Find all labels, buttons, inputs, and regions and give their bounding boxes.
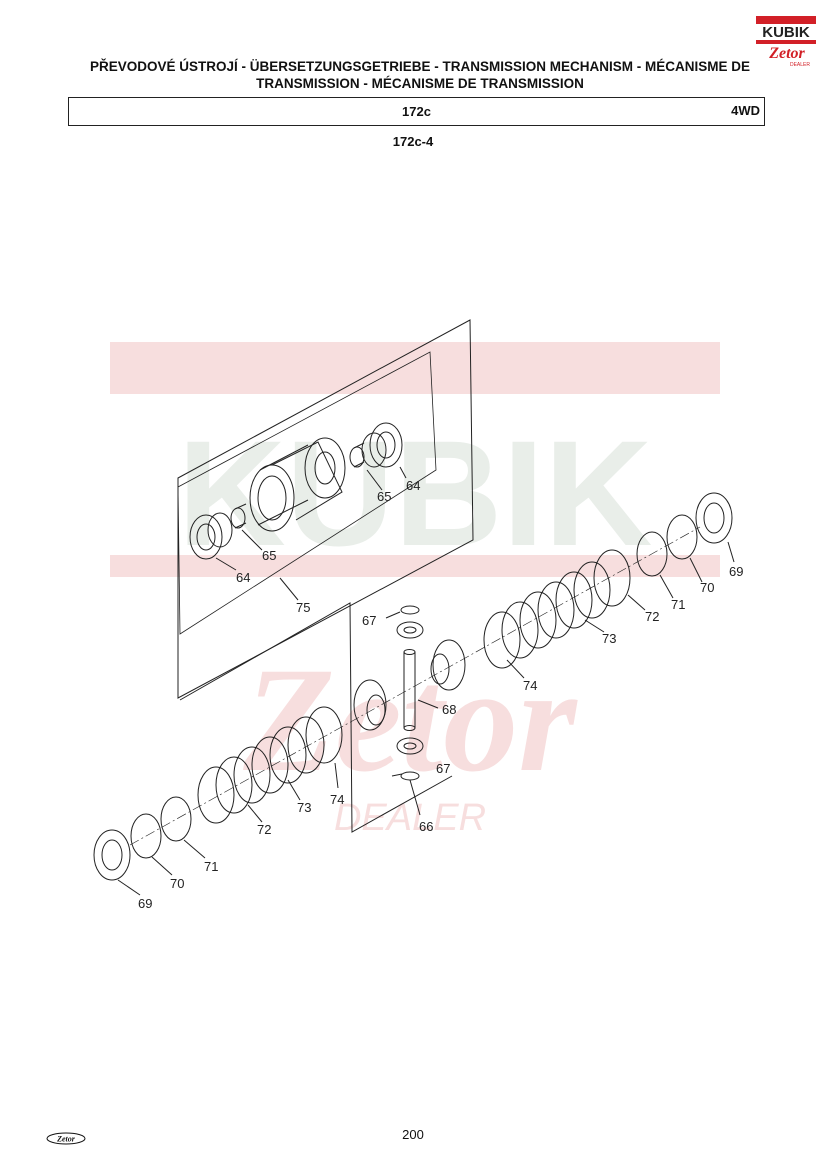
differential-frame [179, 602, 453, 833]
part-label: 67 [436, 761, 450, 776]
title-line-2: TRANSMISSION - MÉCANISME DE TRANSMISSION [256, 76, 584, 91]
kubik-zetor-logo: KUBIK Zetor DEALER [756, 16, 816, 68]
part-label: 72 [645, 609, 659, 624]
housing-inner-frame [177, 351, 437, 635]
cross-pin-68 [403, 649, 416, 731]
part-label: 68 [442, 702, 456, 717]
part-label: 67 [362, 613, 376, 628]
spider-gear-bottom [396, 737, 424, 781]
differential-housing [249, 437, 346, 532]
side-gear-left [353, 679, 387, 731]
part-label: 66 [419, 819, 433, 834]
spider-gear-top [396, 605, 424, 639]
washer-71-left [160, 796, 192, 842]
clutch-pack-right [483, 549, 631, 669]
part-label: 69 [729, 564, 743, 579]
bearing-69-left [93, 829, 131, 881]
side-gear-right [430, 639, 466, 691]
part-number-labels: 64 65 65 64 75 67 68 67 66 74 73 72 71 7… [138, 478, 743, 911]
part-label: 71 [204, 859, 218, 874]
group-header-box: 172c 4WD [68, 97, 765, 126]
part-label: 70 [170, 876, 184, 891]
page-title: PŘEVODOVÉ ÚSTROJÍ - ÜBERSETZUNGSGETRIEBE… [60, 58, 780, 92]
watermark-tag: DEALER [334, 797, 486, 839]
zetor-footer-logo: Zetor [46, 1132, 86, 1145]
footer-brand: Zetor [56, 1135, 76, 1144]
part-label: 65 [377, 489, 391, 504]
logo-brand: KUBIK [762, 24, 810, 41]
washer-71-right [636, 531, 668, 577]
page-number: 200 [402, 1127, 424, 1142]
part-label: 73 [602, 631, 616, 646]
variant-label: 4WD [731, 103, 760, 118]
housing-frame [177, 319, 474, 699]
part-label: 65 [262, 548, 276, 563]
bearing-64-left [189, 512, 233, 560]
part-label: 69 [138, 896, 152, 911]
logo-tag: DEALER [790, 62, 810, 68]
sub-code: 172c-4 [392, 134, 434, 149]
title-line-1: PŘEVODOVÉ ÚSTROJÍ - ÜBERSETZUNGSGETRIEBE… [89, 59, 751, 74]
bearing-69-right [695, 492, 733, 544]
part-label: 73 [297, 800, 311, 815]
part-label: 70 [700, 580, 714, 595]
part-label: 74 [523, 678, 537, 693]
circlip-70-left [130, 813, 162, 859]
ring-65-right [349, 442, 365, 468]
part-label: 71 [671, 597, 685, 612]
kubik-watermark: KUBIK Zetor DEALER [110, 342, 720, 839]
axis-line [129, 526, 701, 846]
part-label: 72 [257, 822, 271, 837]
bearing-64-right [361, 422, 403, 468]
part-label: 64 [236, 570, 250, 585]
logo-sub: Zetor [768, 45, 805, 62]
part-label: 74 [330, 792, 344, 807]
watermark-brand: KUBIK [178, 409, 653, 577]
part-label: 64 [406, 478, 420, 493]
circlip-70-right [666, 514, 698, 560]
group-code: 172c [402, 104, 431, 119]
ring-65-left [230, 503, 247, 529]
part-label: 75 [296, 600, 310, 615]
clutch-pack-left [197, 706, 343, 824]
